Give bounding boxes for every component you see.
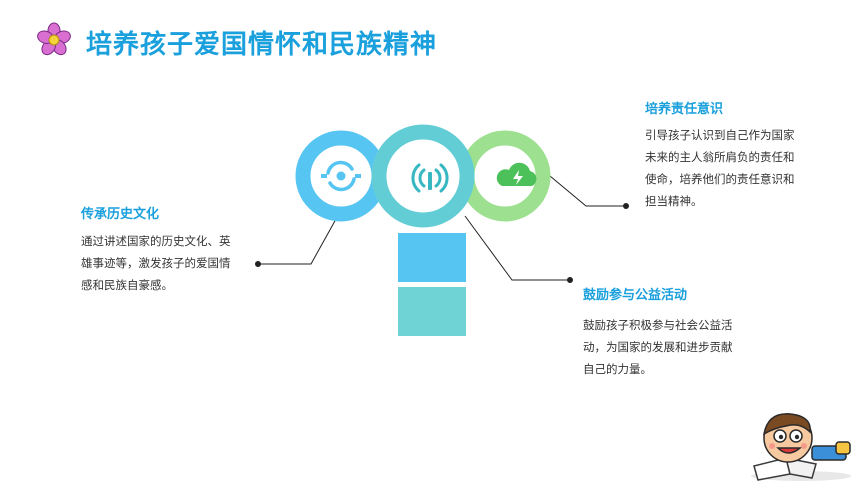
responsibility-title: 培养责任意识: [645, 102, 724, 117]
flower-icon: [37, 22, 71, 56]
page-title: 培养孩子爱国情怀和民族精神: [86, 30, 438, 60]
cartoon-kid-reading-icon: [751, 413, 851, 481]
connector-public-welfare: [464, 215, 573, 283]
cloud-lightning-icon: [496, 162, 537, 186]
wireless-signal-icon: [411, 163, 449, 193]
connector-responsibility: [549, 175, 629, 209]
history-title: 传承历史文化: [81, 207, 160, 222]
public-welfare-title: 鼓励参与公益活动: [583, 288, 688, 303]
public-welfare-text: 鼓励孩子积极参与社会公益活 动，为国家的发展和进步贡献 自己的力量。: [583, 318, 733, 376]
refresh-sync-icon: [321, 160, 361, 192]
responsibility-text: 引导孩子认识到自己作为国家 未来的主人翁所肩负的责任和 使命，培养他们的责任意识…: [645, 128, 795, 208]
history-text: 通过讲述国家的历史文化、英 雄事迹等，激发孩子的爱国情 感和民族自豪感。: [81, 234, 231, 292]
block-bottom: [398, 287, 466, 336]
ring-middle: [371, 124, 475, 228]
block-top: [398, 233, 466, 282]
connector-history: [255, 209, 342, 267]
